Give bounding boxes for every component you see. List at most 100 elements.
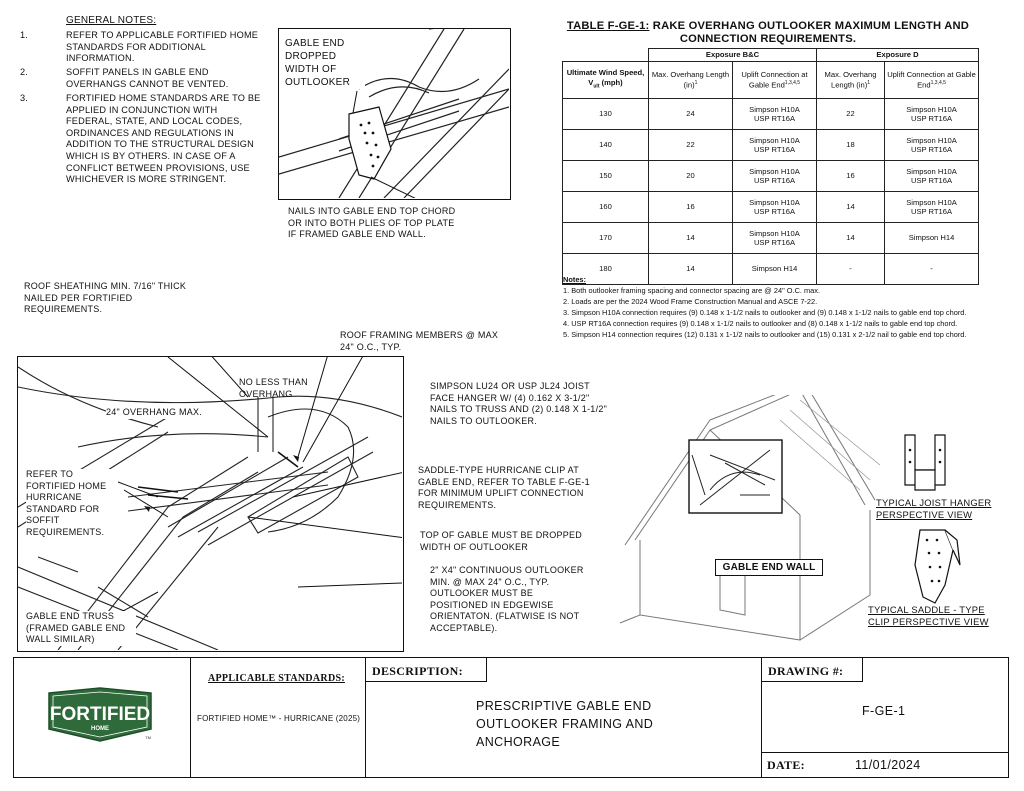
standards-label: APPLICABLE STANDARDS: [208, 673, 345, 684]
tb-divider [190, 658, 191, 777]
gable-end-wall-label: GABLE END WALL [715, 559, 823, 576]
table-cell: 14 [648, 222, 733, 254]
logo-text: FORTIFIED [50, 704, 150, 725]
table-cell: 160 [562, 191, 649, 223]
label-gable-end-truss: GABLE END TRUSS (FRAMED GABLE END WALL S… [26, 611, 136, 646]
house-iso-drawing [619, 395, 881, 641]
table-cell: Simpson H10A USP RT16A [884, 191, 980, 223]
detail-gable-dropped-frame: GABLE END DROPPED WIDTH OF OUTLOOKER [278, 28, 511, 200]
table-note-2: 2. Loads are per the 2024 Wood Frame Con… [563, 297, 818, 306]
table-cell: Simpson H10A USP RT16A [731, 222, 818, 254]
col-header-overhang-bc: Max. Overhang Length (in)1 [648, 61, 733, 99]
drawing-value: F-GE-1 [862, 704, 906, 718]
note-number: 3. [20, 93, 29, 103]
logo-tm: TM [145, 735, 151, 740]
label-nails-into-gable: NAILS INTO GABLE END TOP CHORD OR INTO B… [288, 206, 456, 240]
table-cell: - [816, 253, 886, 285]
general-note-1: 1. REFER TO APPLICABLE FORTIFIED HOME ST… [20, 30, 261, 65]
joist-hanger-icon [904, 434, 946, 491]
general-note-2: 2. SOFFIT PANELS IN GABLE END OVERHANGS … [20, 67, 261, 90]
label-gable-end-dropped: GABLE END DROPPED WIDTH OF OUTLOOKER [285, 37, 365, 89]
table-cell: 140 [562, 129, 649, 161]
table-corner [562, 48, 649, 62]
table-note-1: 1. Both outlooker framing spacing and co… [563, 286, 821, 295]
group-header-d: Exposure D [816, 48, 980, 62]
table-notes-heading: Notes: [563, 275, 586, 284]
table-cell: Simpson H10A USP RT16A [884, 160, 980, 192]
table-cell: Simpson H10A USP RT16A [731, 191, 818, 223]
standards-value: FORTIFIED HOME™ - HURRICANE (2025) [197, 714, 361, 723]
table-note-3: 3. Simpson H10A connection requires (9) … [563, 308, 967, 317]
note-text: SOFFIT PANELS IN GABLE END OVERHANGS CAN… [66, 67, 229, 89]
table-title-prefix: TABLE F-GE-1: [566, 20, 650, 32]
label-top-of-gable: TOP OF GABLE MUST BE DROPPED WIDTH OF OU… [420, 530, 583, 552]
table-cell: Simpson H10A USP RT16A [731, 160, 818, 192]
table-cell: 180 [562, 253, 649, 285]
table-cell: 16 [648, 191, 733, 223]
table-cell: 170 [562, 222, 649, 254]
group-header-bc: Exposure B&C [647, 48, 818, 62]
label-refer-soffit: REFER TO FORTIFIED HOME HURRICANE STANDA… [26, 469, 114, 539]
table-cell: 14 [816, 191, 886, 223]
outlooker-table: Exposure B&C Exposure D Ultimate Wind Sp… [562, 48, 980, 285]
table-title-rest: RAKE OVERHANG OUTLOOKER MAXIMUM LENGTH A… [649, 20, 970, 45]
table-cell: Simpson H10A USP RT16A [731, 129, 818, 161]
table-cell: 16 [816, 160, 886, 192]
table-cell: Simpson H14 [731, 253, 818, 285]
col-header-uplift-bc: Uplift Connection at Gable End1,3,4,5 [731, 61, 818, 99]
date-value: 11/01/2024 [855, 758, 921, 772]
description-label: DESCRIPTION: [372, 664, 463, 678]
table-cell: 14 [816, 222, 886, 254]
general-note-3: 3. FORTIFIED HOME STANDARDS ARE TO BE AP… [20, 93, 261, 186]
saddle-clip-label: TYPICAL SADDLE - TYPE CLIP PERSPECTIVE V… [868, 604, 989, 627]
label-roof-sheathing: ROOF SHEATHING MIN. 7/16" THICK NAILED P… [24, 281, 187, 315]
col-header-overhang-d: Max. Overhang Length (in)1 [816, 61, 886, 99]
label-roof-framing: ROOF FRAMING MEMBERS @ MAX 24" O.C., TYP… [340, 330, 499, 352]
drawing-label: DRAWING #: [768, 664, 844, 678]
note-number: 2. [20, 67, 29, 77]
label-continuous-outlooker: 2" X4" CONTINUOUS OUTLOOKER MIN. @ MAX 2… [430, 565, 584, 633]
table-title: TABLE F-GE-1: RAKE OVERHANG OUTLOOKER MA… [533, 20, 1003, 46]
table-cell: Simpson H10A USP RT16A [884, 129, 980, 161]
label-saddle-clip: SADDLE-TYPE HURRICANE CLIP AT GABLE END,… [418, 465, 590, 510]
main-detail-frame: 24" OVERHANG MAX. NO LESS THAN OVERHANG … [17, 356, 404, 652]
table-cell: 22 [648, 129, 733, 161]
title-block [13, 657, 1009, 778]
tb-divider [365, 658, 366, 777]
date-divider [761, 752, 1008, 753]
table-cell: 130 [562, 98, 649, 130]
description-value: PRESCRIPTIVE GABLE END OUTLOOKER FRAMING… [476, 699, 654, 749]
label-simpson-lu24: SIMPSON LU24 OR USP JL24 JOIST FACE HANG… [430, 381, 608, 426]
general-notes-title: GENERAL NOTES: [66, 15, 157, 26]
saddle-clip-icon [914, 529, 961, 604]
logo-sub: HOME [91, 726, 109, 732]
joist-hanger-label: TYPICAL JOIST HANGER PERSPECTIVE VIEW [876, 497, 992, 520]
table-cell: 18 [816, 129, 886, 161]
table-cell: - [884, 253, 980, 285]
label-no-less-than: NO LESS THAN OVERHANG [239, 377, 308, 399]
table-cell: 22 [816, 98, 886, 130]
table-cell: 24 [648, 98, 733, 130]
note-number: 1. [20, 30, 29, 40]
label-overhang-max: 24" OVERHANG MAX. [106, 407, 206, 419]
col-header-wind: Ultimate Wind Speed, Vult (mph) [562, 61, 649, 99]
date-label: DATE: [767, 758, 805, 772]
table-cell: Simpson H10A USP RT16A [731, 98, 818, 130]
description-label-box [365, 658, 487, 682]
note-text: FORTIFIED HOME STANDARDS ARE TO BE APPLI… [66, 93, 261, 185]
table-cell: Simpson H10A USP RT16A [884, 98, 980, 130]
table-cell: Simpson H14 [884, 222, 980, 254]
note-text: REFER TO APPLICABLE FORTIFIED HOME STAND… [66, 30, 259, 64]
table-cell: 150 [562, 160, 649, 192]
col-header-uplift-d: Uplift Connection at Gable End1,3,4,5 [884, 61, 980, 99]
table-cell: 20 [648, 160, 733, 192]
fortified-home-logo: FORTIFIED HOME TM [48, 687, 152, 742]
tb-divider [761, 658, 762, 777]
